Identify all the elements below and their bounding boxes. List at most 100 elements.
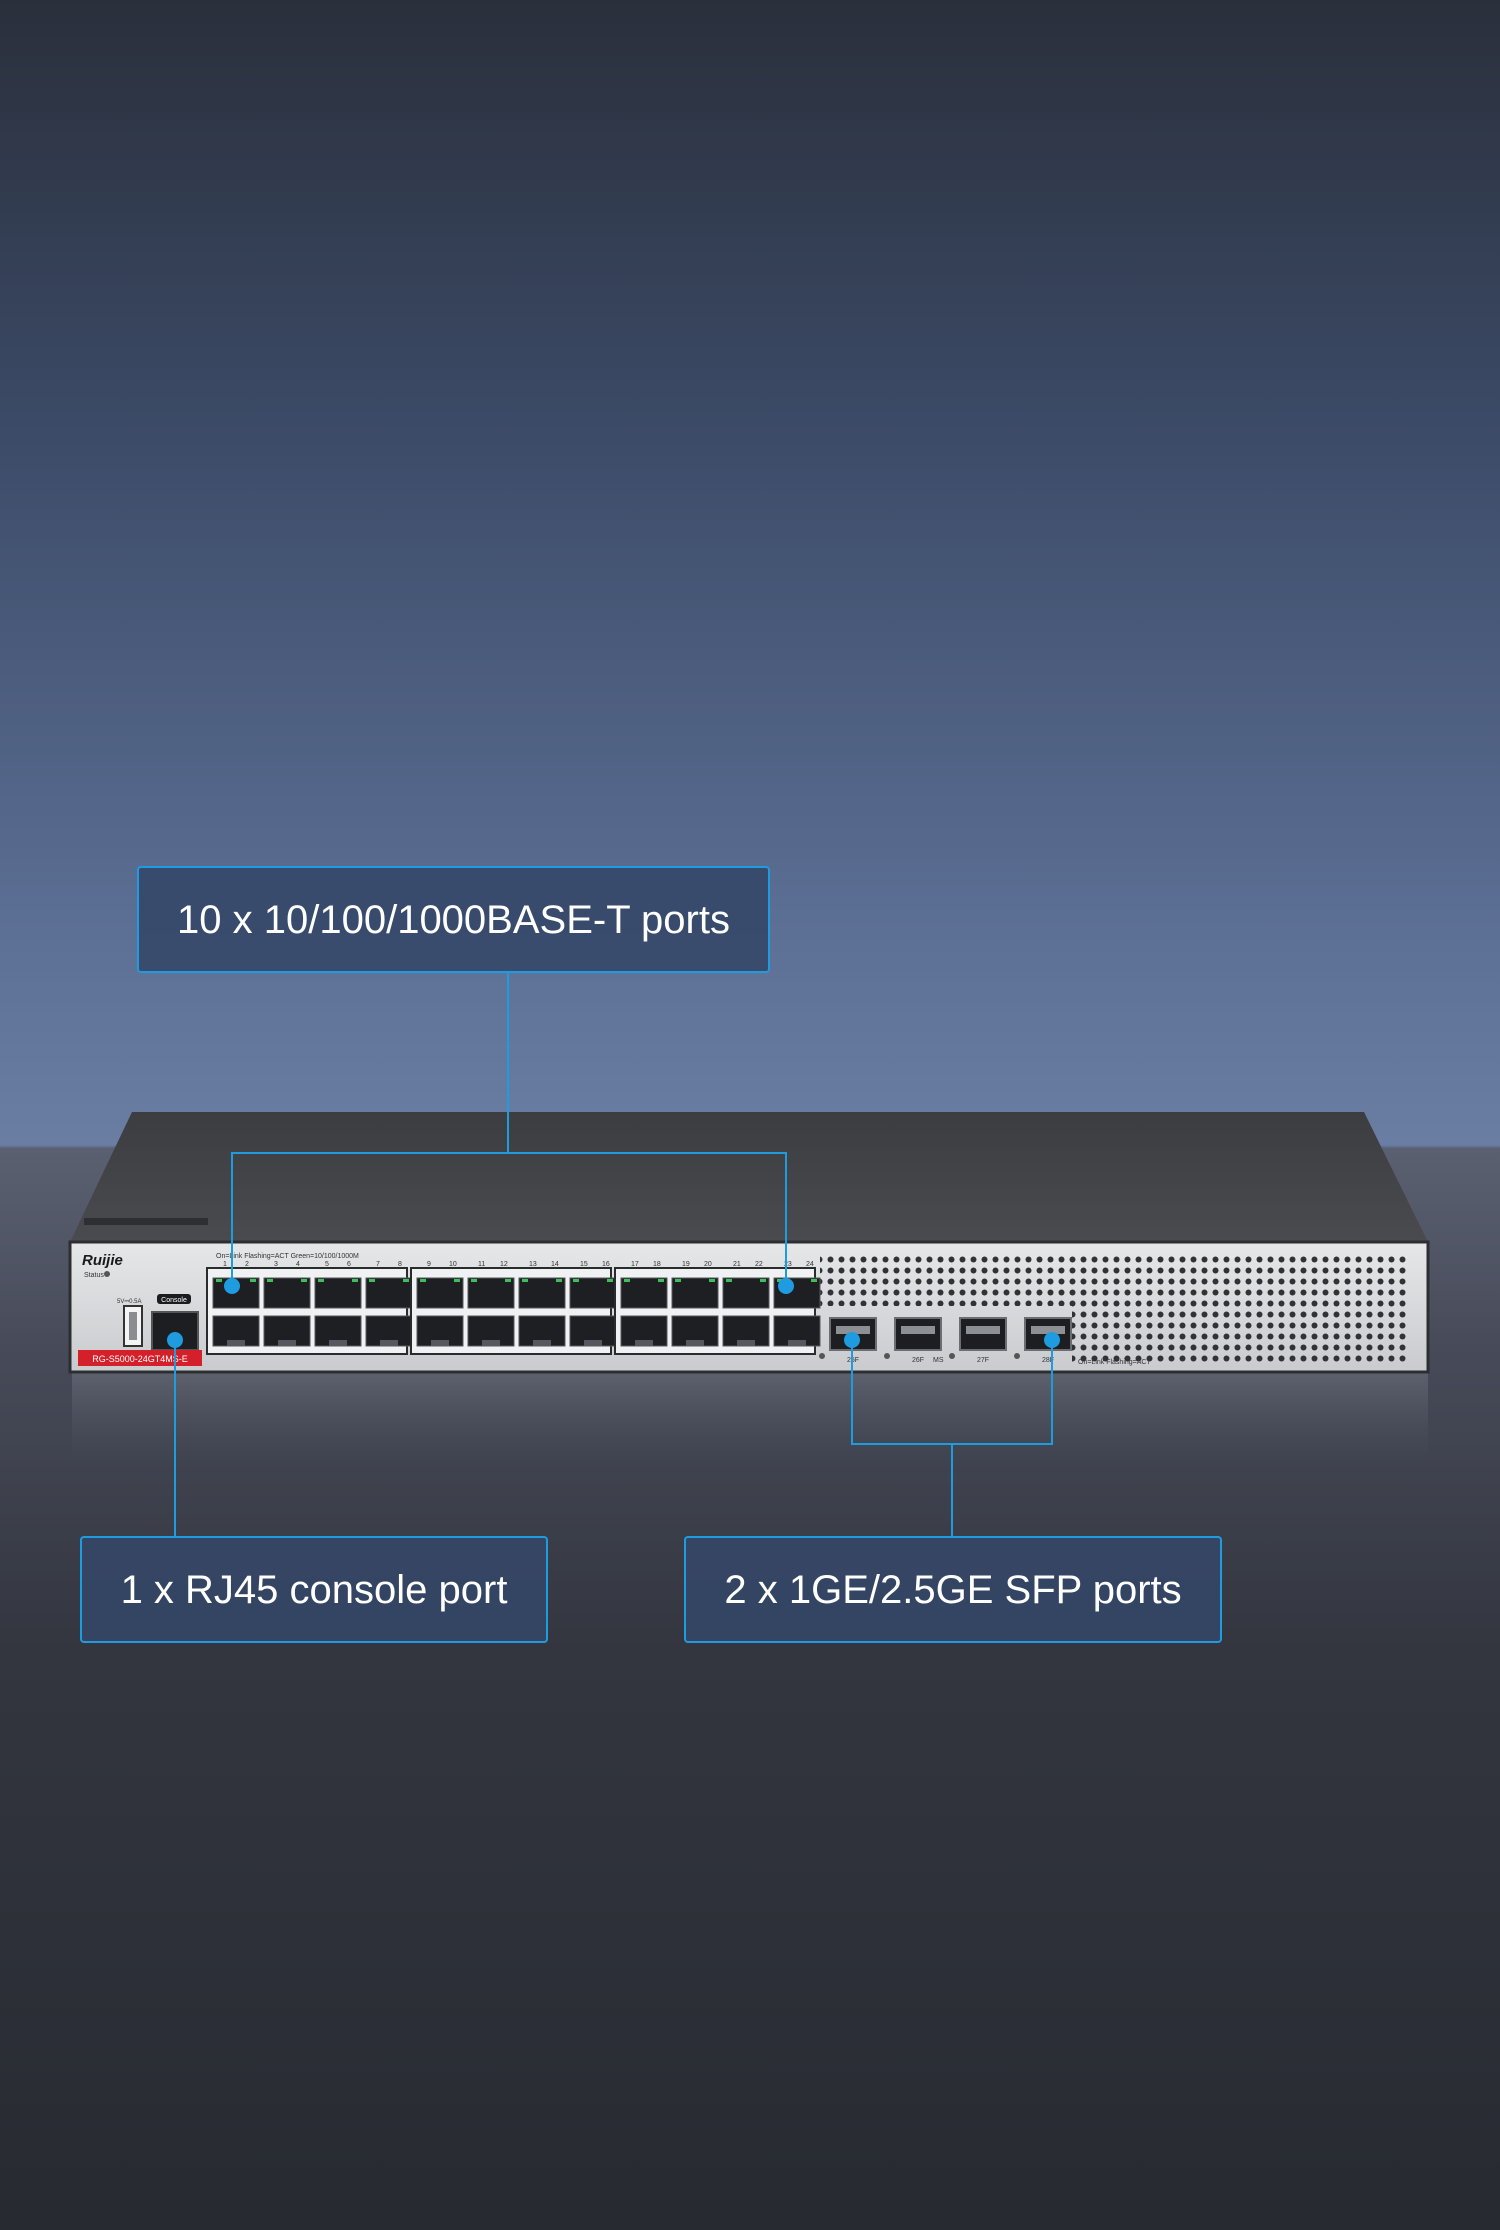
rj45-port[interactable] <box>263 1277 311 1309</box>
port-number-label: 21 <box>733 1261 741 1268</box>
sfp-cage-inner <box>966 1326 1000 1334</box>
port-led <box>760 1279 766 1282</box>
switch-top-groove <box>84 1218 208 1225</box>
port-number-label: 4 <box>296 1261 300 1268</box>
rj45-port-latch <box>227 1340 245 1346</box>
port-number-label: 12 <box>500 1261 508 1268</box>
rj45-port-latch <box>788 1340 806 1346</box>
sfp-led <box>1014 1353 1020 1359</box>
sfp-cage-inner <box>1031 1326 1065 1334</box>
console-label-box <box>157 1294 191 1304</box>
port-led <box>369 1279 375 1282</box>
port-led <box>301 1279 307 1282</box>
rj45-port[interactable] <box>365 1277 413 1309</box>
switch-top-cover <box>70 1112 1428 1242</box>
usb-rating-label: 5V⎓0.5A <box>117 1299 141 1305</box>
port-number-label: 1 <box>223 1261 227 1268</box>
rj45-leader-line-right <box>508 1152 787 1286</box>
port-led <box>556 1279 562 1282</box>
rj45-port[interactable] <box>467 1277 515 1309</box>
usb-port-slot <box>129 1312 137 1340</box>
sfp-port-label: 27F <box>977 1357 989 1364</box>
port-number-label: 18 <box>653 1261 661 1268</box>
rj45-port[interactable] <box>569 1277 617 1309</box>
port-led <box>352 1279 358 1282</box>
port-led <box>471 1279 477 1282</box>
port-led <box>777 1279 783 1282</box>
port-number-label: 23 <box>784 1261 792 1268</box>
led-legend-sfp: On=Link Flashing=ACT <box>1078 1359 1151 1366</box>
sfp-marker-right <box>1044 1332 1060 1348</box>
port-number-label: 22 <box>755 1261 763 1268</box>
rj45-port[interactable] <box>314 1277 362 1309</box>
rj45-port-latch <box>686 1340 704 1346</box>
rj45-port-latch <box>278 1340 296 1346</box>
port-number-label: 11 <box>478 1261 485 1268</box>
port-number-label: 13 <box>529 1261 537 1268</box>
port-number-label: 19 <box>682 1261 690 1268</box>
rj45-marker-left <box>224 1278 240 1294</box>
port-number-label: 8 <box>398 1261 402 1268</box>
rj45-port[interactable] <box>518 1277 566 1309</box>
rj45-port[interactable] <box>671 1277 719 1309</box>
port-led <box>811 1279 817 1282</box>
rj45-ports-callout: 10 x 10/100/1000BASE-T ports <box>137 866 770 973</box>
status-led <box>104 1271 110 1277</box>
sfp-port-label: 26F <box>912 1357 924 1364</box>
status-label: Status <box>84 1272 104 1279</box>
console-marker <box>167 1332 183 1348</box>
port-number-label: 7 <box>376 1261 380 1268</box>
rj45-port-latch <box>737 1340 755 1346</box>
port-led <box>522 1279 528 1282</box>
port-number-label: 16 <box>602 1261 610 1268</box>
console-label: Console <box>161 1297 187 1304</box>
model-badge <box>78 1350 202 1366</box>
sfp-led <box>819 1353 825 1359</box>
switch-reflection <box>72 1372 1428 1462</box>
sfp-cage-inner <box>901 1326 935 1334</box>
port-led <box>250 1279 256 1282</box>
vent-grille-right <box>1072 1306 1410 1362</box>
port-led <box>624 1279 630 1282</box>
port-number-label: 24 <box>806 1261 814 1268</box>
rj45-port-latch <box>431 1340 449 1346</box>
port-led <box>420 1279 426 1282</box>
rj45-port-latch <box>533 1340 551 1346</box>
port-number-label: 6 <box>347 1261 351 1268</box>
port-number-label: 10 <box>449 1261 457 1268</box>
rj45-leader-line <box>231 973 509 1286</box>
port-led <box>607 1279 613 1282</box>
rj45-marker-right <box>778 1278 794 1294</box>
port-led <box>675 1279 681 1282</box>
port-led <box>267 1279 273 1282</box>
rj45-port[interactable] <box>620 1277 668 1309</box>
rj45-port[interactable] <box>416 1277 464 1309</box>
port-led <box>658 1279 664 1282</box>
rj45-port-latch <box>584 1340 602 1346</box>
port-led <box>403 1279 409 1282</box>
rj45-port-latch <box>635 1340 653 1346</box>
rj45-port-latch <box>380 1340 398 1346</box>
rj45-port[interactable] <box>722 1277 770 1309</box>
port-number-label: 3 <box>274 1261 278 1268</box>
model-label: RG-S5000-24GT4MS-E <box>92 1354 188 1364</box>
console-port-callout: 1 x RJ45 console port <box>80 1536 548 1643</box>
port-number-label: 2 <box>245 1261 249 1268</box>
port-led <box>573 1279 579 1282</box>
port-number-label: 15 <box>580 1261 588 1268</box>
port-led <box>726 1279 732 1282</box>
port-number-label: 20 <box>704 1261 712 1268</box>
sfp-ms-label: MS <box>933 1357 944 1364</box>
rj45-port-latch <box>482 1340 500 1346</box>
brand-logo: Ruijie <box>82 1252 123 1269</box>
port-led <box>318 1279 324 1282</box>
sfp-ports-callout: 2 x 1GE/2.5GE SFP ports <box>684 1536 1222 1643</box>
port-led <box>454 1279 460 1282</box>
sfp-led <box>949 1353 955 1359</box>
leader-lines <box>174 973 1053 1536</box>
sfp-cage-inner <box>836 1326 870 1334</box>
port-led <box>505 1279 511 1282</box>
vent-grille <box>820 1256 1410 1306</box>
